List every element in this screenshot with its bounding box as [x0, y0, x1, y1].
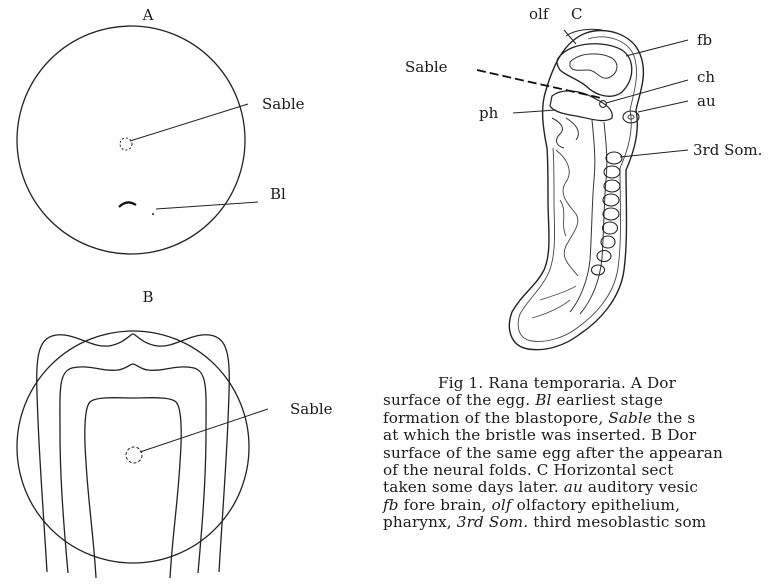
sable-spot-a — [120, 138, 132, 150]
panel-c: olf C — [405, 5, 762, 350]
label-ph: ph — [479, 104, 499, 122]
label-sable-b: Sable — [290, 400, 333, 418]
caption-text: earliest stage — [552, 391, 663, 409]
leader-sable-a — [130, 104, 248, 141]
caption-text: pharynx, — [383, 513, 457, 531]
mesoderm-left — [556, 150, 578, 276]
caption-line: formation of the blastopore, Sable the s — [383, 410, 781, 427]
caption-text: surface of the same egg after the appear… — [383, 444, 723, 462]
blastopore-dot — [152, 213, 154, 215]
caption-term-bl: Bl — [535, 391, 551, 409]
panel-a: A Sable Bl — [17, 6, 305, 254]
caption-text: fore brain, — [399, 496, 492, 514]
caption-line: of the neural folds. C Horizontal sect — [383, 462, 781, 479]
panel-b: B Sable — [17, 288, 333, 578]
leader-ph — [513, 110, 556, 113]
pharynx-folds — [552, 118, 578, 148]
caption-text: taken some days later. — [383, 478, 564, 496]
caption-text: the s — [652, 409, 695, 427]
caption-term-au: au — [564, 478, 583, 496]
caption-term-som: 3rd Som. — [457, 513, 528, 531]
caption-line: Fig 1. Rana temporaria. A Dor — [383, 375, 781, 392]
notochord — [600, 101, 607, 108]
label-fb: fb — [697, 31, 712, 49]
caption-text: olfactory epithelium, — [512, 496, 680, 514]
label-ch: ch — [697, 68, 715, 86]
caption-term-sable: Sable — [608, 409, 652, 427]
somite — [606, 152, 622, 164]
caption-line: pharynx, 3rd Som. third mesoblastic som — [383, 514, 781, 531]
blastopore-mark — [119, 202, 136, 207]
caption-text: third mesoblastic som — [528, 513, 706, 531]
caption-line: at which the bristle was inserted. B Dor — [383, 427, 781, 444]
somite — [603, 222, 618, 234]
neural-fold-middle — [60, 364, 206, 573]
tail-tissue — [532, 286, 576, 318]
panel-b-letter: B — [142, 288, 153, 306]
caption-text: formation of the blastopore, — [383, 409, 608, 427]
label-bl: Bl — [270, 185, 286, 203]
neural-fold-outer — [37, 334, 230, 572]
leader-som — [620, 150, 688, 157]
caption-line: surface of the egg. Bl earliest stage — [383, 392, 781, 409]
panel-a-letter: A — [142, 6, 154, 24]
neural-groove — [85, 398, 181, 578]
label-sable-c: Sable — [405, 58, 448, 76]
leader-fb — [626, 40, 688, 56]
somite — [597, 251, 611, 262]
caption-line: taken some days later. au auditory vesic — [383, 479, 781, 496]
caption-text: surface of the egg. — [383, 391, 535, 409]
somite — [603, 208, 619, 220]
fore-brain-cavity — [570, 54, 617, 78]
caption-text: auditory vesic — [583, 478, 698, 496]
leader-bl — [156, 202, 258, 209]
somite — [592, 265, 605, 275]
neural-tube — [570, 120, 595, 312]
somite — [604, 180, 620, 192]
fore-brain — [557, 44, 632, 97]
somite — [603, 194, 619, 206]
leader-au — [638, 101, 688, 112]
sable-spot-b — [126, 447, 142, 463]
caption-term-olf: olf — [492, 496, 512, 514]
leader-ch — [606, 80, 688, 103]
caption-text: at which the bristle was inserted. B Dor — [383, 426, 696, 444]
caption-term-fb: fb — [383, 496, 399, 514]
caption-text: Fig 1. Rana temporaria. A Dor — [438, 374, 676, 392]
caption-line: fb fore brain, olf olfactory epithelium, — [383, 497, 781, 514]
label-au: au — [697, 92, 716, 110]
label-som: 3rd Som. — [693, 141, 762, 159]
caption-text: of the neural folds. C Horizontal sect — [383, 461, 673, 479]
label-olf: olf — [529, 5, 550, 23]
figure-caption: Fig 1. Rana temporaria. A Dor surface of… — [383, 375, 781, 532]
label-sable-a: Sable — [262, 95, 305, 113]
caption-line: surface of the same egg after the appear… — [383, 445, 781, 462]
panel-c-letter: C — [571, 5, 582, 23]
